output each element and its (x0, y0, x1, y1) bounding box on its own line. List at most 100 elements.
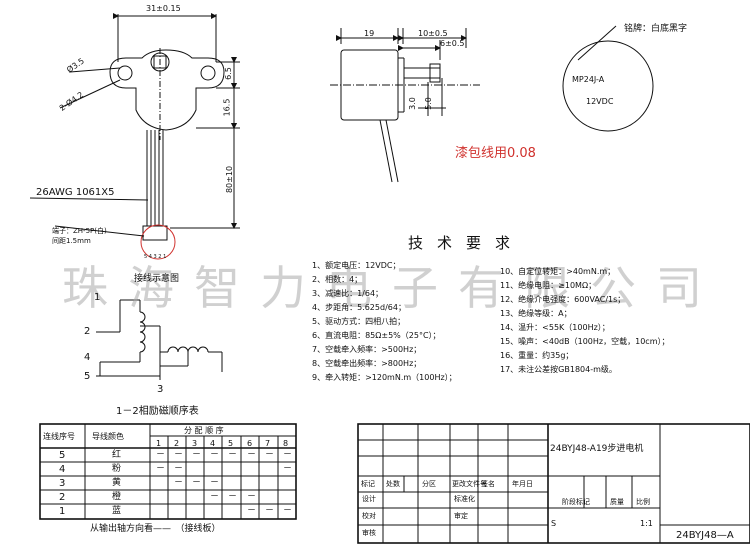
table-group-header: 分 配 顺 序 (184, 426, 224, 435)
table-cell-mark: － (210, 450, 220, 460)
requirement-item: 10、自定位转矩：>40mN.m； (500, 267, 616, 276)
watermark: 珠海智力电子有限公司 (62, 261, 722, 315)
table-cell-mark: － (247, 492, 257, 502)
table-cell-mark: － (283, 464, 293, 474)
title-block-cell: 分区 (422, 480, 436, 488)
table-footer: 从输出轴方向看—— （接线板） (90, 524, 221, 534)
requirement-item: 3、减速比：1/64； (312, 289, 384, 298)
nameplate-drawing (562, 25, 654, 132)
table-step: 4 (210, 439, 216, 448)
requirement-item: 8、空载牵出频率：>800Hz； (312, 359, 422, 368)
tb-standard: 标准化 (454, 495, 475, 503)
dim-6: 6±0.5 (440, 39, 465, 48)
schematic-label-2: 2 (84, 326, 91, 337)
requirement-item: 1、额定电压：12VDC； (312, 261, 401, 270)
table-step: 8 (283, 439, 289, 448)
title-block-cell: 签名 (481, 480, 495, 488)
nameplate-model: MP24J-A (572, 75, 605, 84)
connector-line2: 间距1.5mm (52, 237, 91, 245)
table-cell-mark: － (247, 506, 257, 516)
tb-check: 校对 (362, 512, 376, 520)
connector-pins: 5 4 3 2 1 (144, 254, 167, 260)
table-cell-mark: － (210, 478, 220, 488)
tb-scale-label: 比例 (636, 498, 650, 506)
schematic-label-3: 3 (157, 384, 164, 395)
motor-side-view (330, 28, 480, 183)
requirement-item: 15、噪声：<40dB（100Hz，空载，10cm）； (500, 337, 670, 346)
dim-width-top: 31±0.15 (146, 4, 181, 13)
tb-weight: 质量 (610, 498, 624, 506)
requirement-item: 2、相数：4； (312, 275, 363, 284)
table-header-no: 连线序号 (43, 432, 75, 441)
table-cell-color: 黄 (112, 478, 122, 488)
schematic-label-5: 5 (84, 371, 91, 382)
title-block-cell: 标记 (361, 480, 375, 488)
tb-stage: 阶段标记 (562, 498, 590, 506)
phase-table-grid (39, 423, 297, 520)
requirement-item: 16、重量：约35g； (500, 351, 574, 360)
nameplate-voltage: 12VDC (586, 97, 614, 106)
nameplate-label: 铭牌：白底黑字 (624, 24, 688, 34)
tb-approve: 审定 (454, 512, 468, 520)
requirement-item: 17、未注公差按GB1804-m级。 (500, 365, 617, 374)
requirement-item: 9、牵入转矩：>120mN.m（100Hz）； (312, 373, 457, 382)
table-step: 2 (174, 439, 180, 448)
title-block-cell: 年月日 (512, 480, 533, 488)
dim-16: 16.5 (222, 98, 232, 117)
table-cell-mark: － (265, 450, 275, 460)
table-cell-mark: － (210, 492, 220, 502)
schematic-label-4: 4 (84, 352, 91, 363)
table-cell-no: 4 (59, 464, 66, 475)
table-cell-mark: － (156, 464, 166, 474)
table-step: 6 (247, 439, 253, 448)
table-cell-color: 粉 (112, 464, 122, 474)
table-cell-mark: － (228, 492, 238, 502)
table-cell-no: 2 (59, 492, 66, 503)
dim-5: 5.0 (423, 97, 433, 110)
table-cell-mark: － (192, 450, 202, 460)
dim-10: 10±0.5 (418, 29, 448, 38)
table-cell-color: 蓝 (112, 506, 122, 516)
title-block-grid (357, 423, 750, 544)
table-cell-mark: － (174, 464, 184, 474)
winding-schematic (96, 299, 223, 380)
table-cell-mark: － (192, 478, 202, 488)
table-cell-no: 1 (59, 506, 66, 517)
table-cell-mark: － (156, 450, 166, 460)
sequence-caption: 1－2相励磁顺序表 (116, 406, 199, 417)
wire-spec: 26AWG 1061X5 (36, 187, 115, 198)
table-step: 3 (192, 439, 198, 448)
dim-3: 3.0 (407, 97, 417, 110)
tb-design: 设计 (362, 495, 376, 503)
requirements-title: 技术要求 (408, 234, 525, 252)
table-step: 5 (228, 439, 234, 448)
table-header-color: 导线颜色 (92, 432, 124, 441)
title-block-cell: 更改文件号 (452, 480, 487, 488)
requirement-item: 6、直流电阻：85Ω±5%（25°C）； (312, 331, 441, 340)
tb-scale: 1:1 (640, 519, 653, 528)
requirement-item: 12、绝缘介电强度：600VAC/1s； (500, 295, 626, 304)
dim-80: 80±10 (225, 165, 235, 194)
dim-19: 19 (364, 29, 375, 38)
connector-line1: 端子：ZH-5P(白) (52, 227, 107, 235)
table-cell-color: 红 (112, 450, 122, 460)
dim-side: 6.5 (223, 67, 233, 80)
motor-front-view (29, 13, 240, 260)
table-cell-mark: － (265, 506, 275, 516)
table-cell-mark: － (247, 450, 257, 460)
table-step: 7 (265, 439, 271, 448)
tb-s: S (551, 519, 557, 528)
requirement-item: 4、步距角：5.625d/64； (312, 303, 406, 312)
table-cell-mark: － (283, 506, 293, 516)
requirement-item: 11、绝缘电阻：≥10MΩ； (500, 281, 597, 290)
connector-caption: 接线示意图 (134, 274, 180, 284)
schematic-label-1: 1 (94, 292, 101, 303)
table-cell-mark: － (174, 450, 184, 460)
tb-audit: 审核 (362, 529, 376, 537)
requirement-item: 5、驱动方式：四相八拍； (312, 317, 406, 326)
table-cell-mark: － (283, 450, 293, 460)
requirement-item: 13、绝缘等级：A； (500, 309, 572, 318)
table-cell-mark: － (228, 450, 238, 460)
requirement-item: 14、温升：<55K（100Hz）； (500, 323, 610, 332)
